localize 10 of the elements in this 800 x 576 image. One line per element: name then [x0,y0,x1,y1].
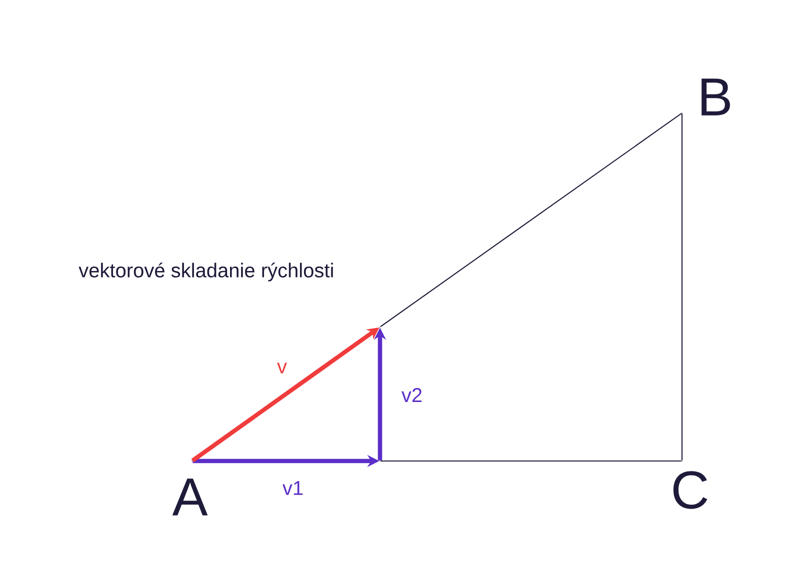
vertex-label: C [673,471,708,509]
vertex-label: A [172,478,208,516]
edge-label: v2 [402,388,422,402]
triangle-side [681,114,683,460]
vertex-label: B [702,78,730,116]
edge-label: v1 [282,481,303,495]
triangle-side [380,460,682,462]
diagram-caption: vektorové skladanie rýchlosti [78,262,333,282]
edge-label: v [277,362,287,374]
triangle-side [380,112,682,328]
